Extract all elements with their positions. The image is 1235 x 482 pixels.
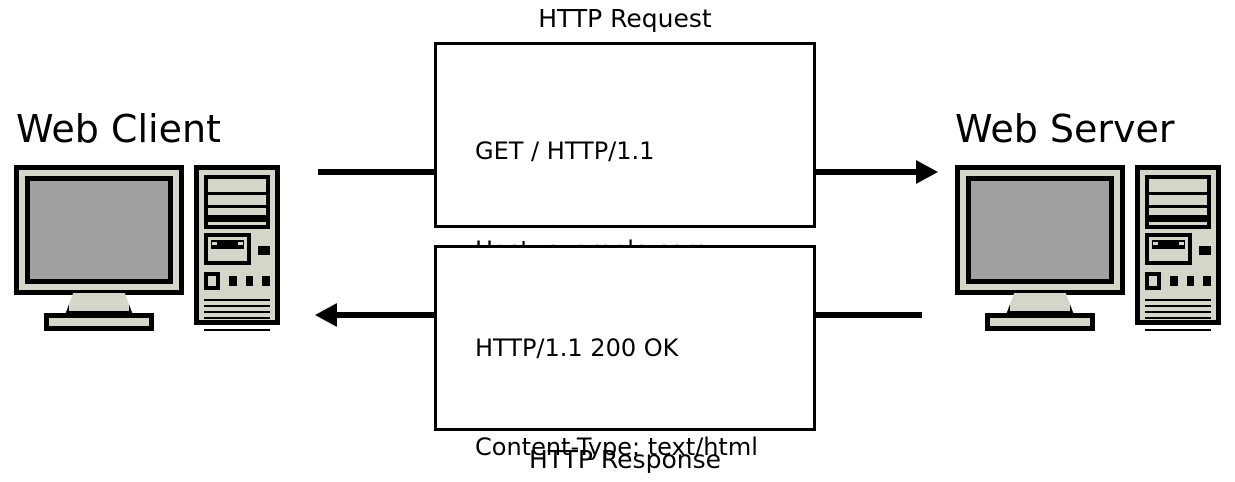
power-button-icon: [204, 272, 220, 290]
response-arrow-head-icon: [315, 303, 337, 327]
status-led: [262, 276, 270, 286]
web-server-label: Web Server: [955, 107, 1175, 151]
status-led: [245, 276, 254, 286]
vent-line: [204, 323, 270, 325]
client-monitor-icon: [14, 165, 184, 331]
client-monitor-base: [44, 313, 154, 331]
cd-button: [224, 226, 231, 228]
request-line-1: GET / HTTP/1.1: [475, 137, 655, 165]
floppy-notch: [1178, 242, 1184, 245]
request-arrow-head-icon: [916, 160, 938, 184]
http-request-box: GET / HTTP/1.1 Host: example.com: [434, 42, 816, 264]
client-floppy-row: [204, 233, 270, 265]
floppy-notch: [1153, 242, 1158, 245]
client-tower-vents: [204, 299, 270, 331]
server-monitor-neck: [1006, 293, 1074, 315]
power-button-icon: [1145, 272, 1161, 290]
floppy-slot: [1152, 240, 1185, 249]
vent-line: [204, 305, 270, 307]
server-tower-icon: [1135, 165, 1221, 331]
response-connector-left: [330, 312, 436, 318]
vent-line: [204, 317, 270, 319]
client-tower-icon: [194, 165, 280, 331]
floppy-drive-icon: [204, 233, 251, 265]
floppy-notch: [212, 242, 217, 245]
client-drive-bays: [204, 175, 270, 229]
web-client-label: Web Client: [16, 107, 221, 151]
status-led: [228, 276, 237, 286]
bay-divider: [1149, 205, 1207, 208]
tower-side-button: [1198, 246, 1211, 255]
vent-line: [204, 329, 270, 331]
cd-button: [1165, 226, 1172, 228]
vent-line: [204, 311, 270, 313]
floppy-slot: [211, 240, 244, 249]
server-floppy-row: [1145, 233, 1211, 265]
bay-divider: [1149, 192, 1207, 195]
client-front-panel: [204, 269, 270, 293]
request-connector-right: [814, 169, 922, 175]
http-response-label: HTTP Response: [529, 445, 721, 474]
server-front-panel: [1145, 269, 1211, 293]
vent-line: [1145, 317, 1211, 319]
server-monitor-base: [985, 313, 1095, 331]
vent-line: [1145, 311, 1211, 313]
status-led: [1169, 276, 1178, 286]
cd-button: [213, 226, 220, 228]
status-led: [1203, 276, 1211, 286]
server-monitor-icon: [955, 165, 1125, 331]
cd-button: [1154, 226, 1161, 228]
bay-divider: [208, 192, 266, 195]
cd-button: [1193, 226, 1202, 228]
response-line-1: HTTP/1.1 200 OK: [475, 334, 679, 362]
bay-divider: [208, 205, 266, 208]
status-led: [1186, 276, 1195, 286]
request-connector-left: [318, 169, 436, 175]
server-monitor-bezel: [955, 165, 1125, 295]
http-response-box: HTTP/1.1 200 OK Content-Type: text/html …: [434, 245, 816, 461]
vent-line: [1145, 323, 1211, 325]
vent-line: [1145, 305, 1211, 307]
http-request-label: HTTP Request: [538, 4, 712, 33]
cd-drive-slot-icon: [1149, 215, 1207, 222]
server-monitor-screen: [966, 176, 1114, 284]
response-connector-right: [814, 312, 922, 318]
server-tower-vents: [1145, 299, 1211, 331]
tower-side-button: [257, 246, 270, 255]
floppy-notch: [237, 242, 243, 245]
floppy-drive-icon: [1145, 233, 1192, 265]
cd-drive-slot-icon: [208, 215, 266, 222]
http-response-message: HTTP/1.1 200 OK Content-Type: text/html …: [475, 266, 758, 482]
server-drive-bays: [1145, 175, 1211, 229]
response-line-2: Content-Type: text/html: [475, 433, 758, 461]
client-monitor-neck: [65, 293, 133, 315]
vent-line: [1145, 329, 1211, 331]
client-monitor-bezel: [14, 165, 184, 295]
vent-line: [204, 299, 270, 301]
vent-line: [1145, 299, 1211, 301]
client-monitor-screen: [25, 176, 173, 284]
cd-button: [252, 226, 261, 228]
